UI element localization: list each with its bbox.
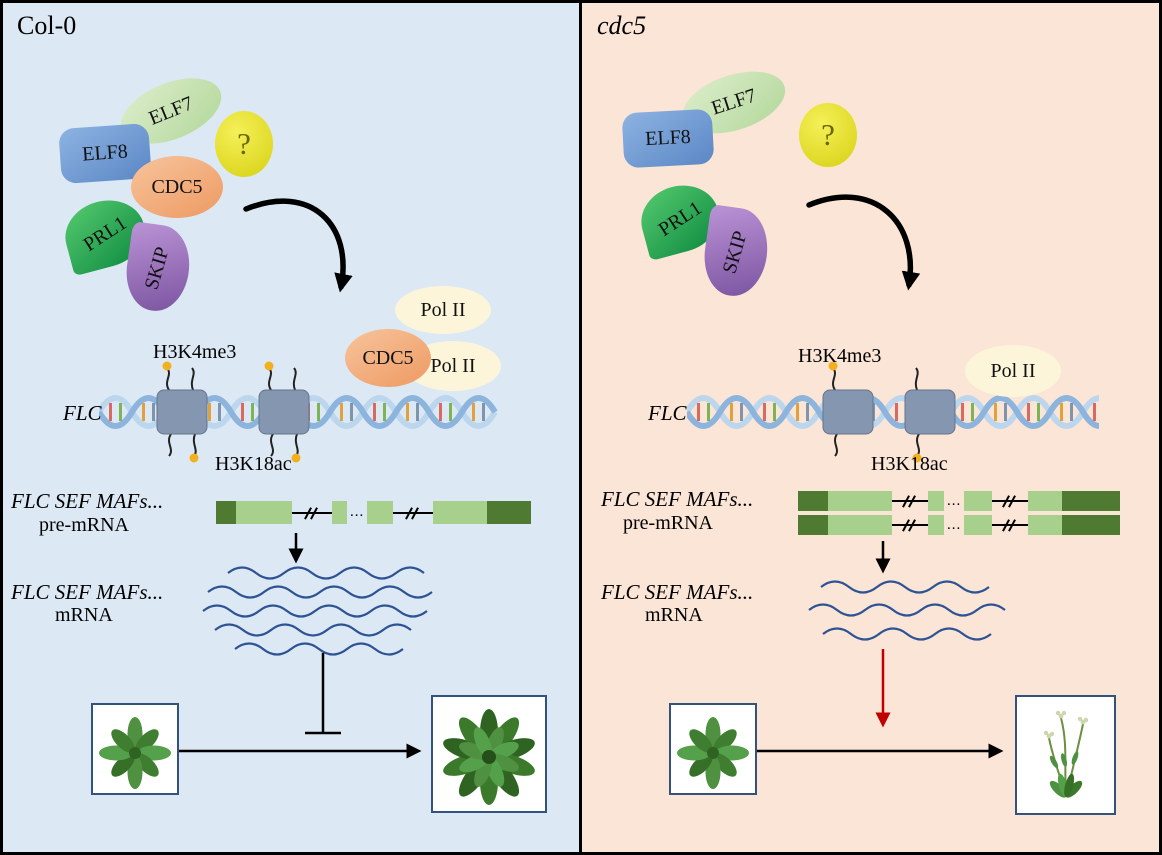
protein-unknown: ? — [799, 103, 857, 167]
protein-unknown-label: ? — [821, 117, 835, 152]
intron-line — [892, 519, 928, 532]
protein-elf7-label: ELF7 — [708, 84, 759, 120]
protein-elf8: ELF8 — [621, 108, 715, 169]
pre-mrna-molecule: ... — [798, 515, 1121, 535]
h3k4me3-label: H3K4me3 — [153, 341, 237, 363]
exon-block — [964, 491, 993, 511]
young-plant-box — [669, 703, 757, 795]
exon-block — [367, 501, 394, 524]
exon-block — [928, 491, 944, 511]
h3k18ac-mark-dot — [912, 453, 922, 463]
h3k18ac-mark-dot — [189, 453, 199, 463]
protein-skip-label: SKIP — [140, 243, 175, 292]
intron-line — [393, 506, 434, 520]
cdc5-at-chromatin-label: CDC5 — [362, 346, 414, 369]
pol2-top-label: Pol II — [420, 298, 466, 321]
pol2-top: Pol II — [395, 286, 491, 334]
exon-block — [828, 515, 892, 535]
rosette-plant-image — [677, 717, 749, 789]
exon-block — [216, 501, 236, 524]
exon-block — [236, 501, 292, 524]
pre-mrna-label: pre-mRNA — [39, 514, 129, 536]
intron-line — [992, 519, 1029, 532]
pre-mrna-diagram-right: ... ... — [798, 491, 1121, 535]
h3k18ac-label: H3K18ac — [871, 453, 948, 475]
protein-cdc5-label: CDC5 — [151, 175, 203, 198]
protein-prl1-label: PRL1 — [654, 196, 706, 241]
h3k4me3-mark-dot — [828, 361, 838, 371]
right-panel-title: cdc5 — [597, 11, 647, 40]
flowering-plant-image — [1043, 710, 1088, 798]
dna-chromatin-right — [687, 361, 1099, 463]
protein-prl1-label: PRL1 — [79, 211, 131, 256]
protein-elf8-label: ELF8 — [644, 125, 692, 151]
h3k4me3-mark-dot — [162, 361, 172, 371]
mrna-label: mRNA — [55, 604, 113, 626]
young-plant-box — [91, 703, 179, 795]
intron-dots: ... — [947, 516, 962, 533]
exon-block — [1062, 491, 1121, 511]
nucleosome — [904, 367, 956, 463]
mrna-genes-label: FLC SEF MAFs... — [11, 580, 164, 604]
h3k18ac-label: H3K18ac — [215, 453, 292, 475]
exon-block — [332, 501, 347, 524]
pol2-free: Pol II — [965, 345, 1061, 397]
rosette-plant-image — [99, 717, 171, 789]
exon-block — [798, 515, 828, 535]
pol2-bottom-label: Pol II — [430, 354, 476, 377]
h3k4me3-mark-dot — [264, 361, 274, 371]
protein-elf8-label: ELF8 — [81, 140, 129, 166]
pre-mrna-genes-label: FLC SEF MAFs... — [11, 489, 164, 513]
left-panel-title: Col-0 — [17, 11, 77, 40]
early-flowering-plant-box — [1015, 695, 1116, 815]
intron-line — [992, 495, 1029, 508]
nucleosome — [258, 361, 310, 463]
histone-tails — [268, 367, 299, 457]
exon-block — [964, 515, 993, 535]
intron-line — [292, 506, 332, 520]
cdc5-at-chromatin: CDC5 — [345, 329, 431, 387]
intron-dots: ... — [350, 504, 365, 520]
panel-divider — [579, 3, 582, 852]
protein-unknown-label: ? — [237, 126, 251, 161]
pre-mrna-diagram-left: ... — [216, 501, 532, 524]
exon-block — [798, 491, 828, 511]
nucleosome — [156, 361, 208, 463]
intron-line — [892, 495, 928, 508]
flc-gene-label: FLC — [63, 401, 102, 425]
pre-mrna-label: pre-mRNA — [623, 512, 713, 534]
exon-block — [928, 515, 944, 535]
exon-block — [487, 501, 532, 524]
intron-dots: ... — [947, 492, 962, 509]
pre-mrna-genes-label: FLC SEF MAFs... — [601, 487, 754, 511]
flc-gene-label: FLC — [648, 401, 687, 425]
protein-elf7-label: ELF7 — [145, 91, 197, 130]
mrna-label: mRNA — [645, 604, 703, 626]
protein-cdc5: CDC5 — [131, 156, 223, 218]
dna-strand — [687, 395, 1099, 429]
nucleosome — [822, 361, 874, 457]
mature-rosette-box — [431, 695, 547, 813]
dna-strand — [687, 395, 1099, 429]
pol2-free-label: Pol II — [990, 359, 1036, 382]
protein-skip-label: SKIP — [718, 227, 753, 276]
exon-block — [433, 501, 488, 524]
exon-block — [1028, 491, 1063, 511]
large-rosette-plant-image — [443, 709, 535, 805]
h3k4me3-label: H3K4me3 — [798, 345, 882, 367]
flower-buds — [1043, 710, 1088, 739]
mrna-genes-label: FLC SEF MAFs... — [601, 580, 754, 604]
exon-block — [1062, 515, 1121, 535]
dna-chromatin-left — [99, 361, 498, 463]
histone-tails — [166, 367, 197, 457]
protein-unknown: ? — [215, 111, 273, 177]
pre-mrna-molecule: ... — [798, 491, 1121, 511]
exon-block — [828, 491, 892, 511]
exon-block — [1028, 515, 1063, 535]
h3k18ac-mark-dot — [291, 453, 301, 463]
